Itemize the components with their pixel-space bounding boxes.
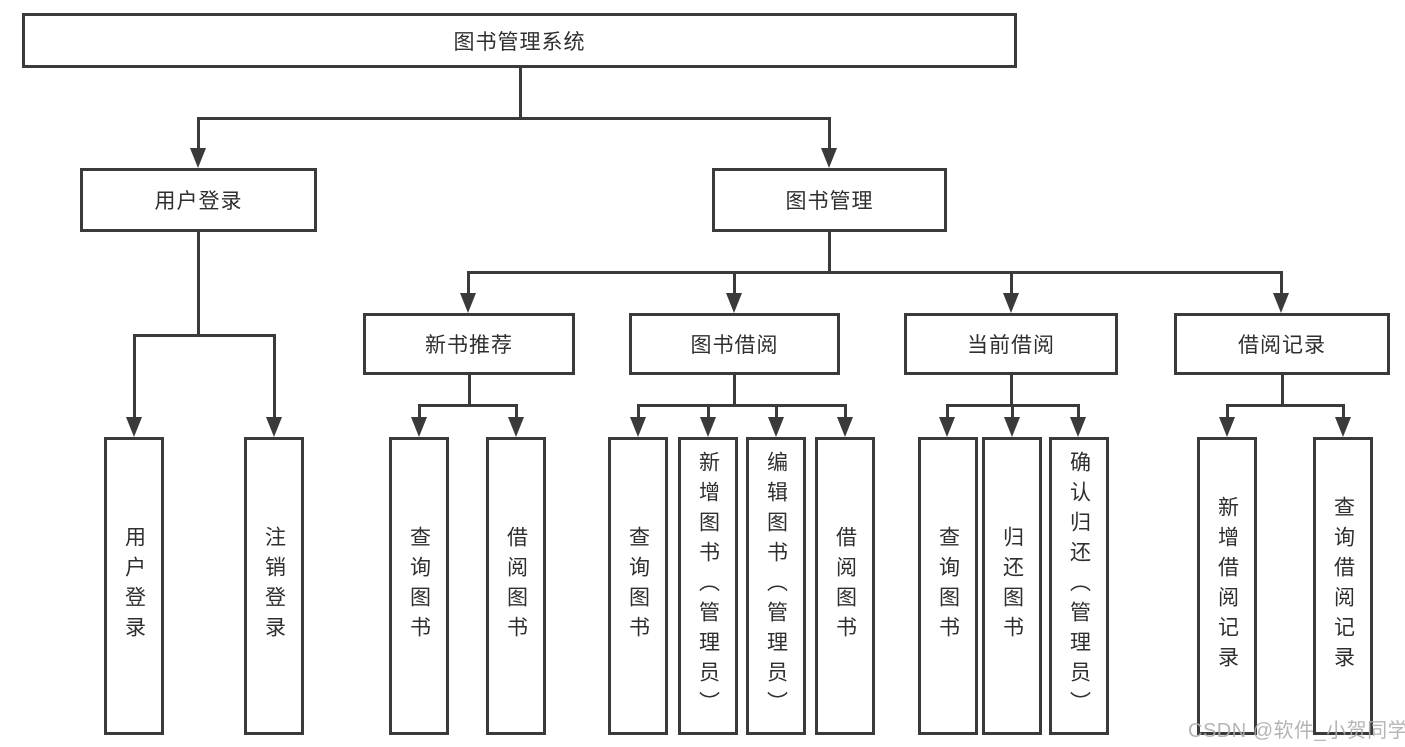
arrow-down-borrow-records [1273,293,1289,313]
connector-drop-login-leaf [133,334,136,420]
node-new-book-recommend: 新书推荐 [363,313,575,375]
arrow-down-a1 [411,417,427,437]
node-user-login: 用户登录 [80,168,317,232]
arrow-down-c2 [1004,417,1020,437]
connector-drop-b2 [707,404,710,420]
arrow-down-b2 [700,417,716,437]
node-leaf-borrow-books-recommend: 借阅图书 [486,437,546,735]
node-leaf-edit-books-admin: 编辑图书（管理员） [746,437,806,735]
node-leaf-add-books-admin: 新增图书（管理员） [678,437,738,735]
connector-drop-d2 [1342,404,1345,420]
arrow-down-logout-leaf [266,417,282,437]
connector-book-borrow-rail [637,404,847,407]
arrow-down-c3 [1070,417,1086,437]
connector-l1-rail [197,117,831,120]
connector-borrow-records-rail [1226,404,1344,407]
node-leaf-query-books-borrow: 查询图书 [608,437,668,735]
connector-l3-rail [467,271,1283,274]
connector-drop-b3 [775,404,778,420]
node-root: 图书管理系统 [22,13,1017,68]
connector-drop-c3 [1077,404,1080,420]
connector-book-borrow-stub [733,374,736,407]
connector-drop-a2 [515,404,518,420]
node-borrow-records: 借阅记录 [1174,313,1390,375]
node-leaf-query-books-recommend: 查询图书 [389,437,449,735]
arrow-down-b4 [837,417,853,437]
connector-book-management-stub [828,232,831,274]
node-leaf-return-books: 归还图书 [982,437,1042,735]
arrow-down-current-borrow [1003,293,1019,313]
arrow-down-c1 [939,417,955,437]
connector-new-book-rail [418,404,518,407]
arrow-down-login-leaf [126,417,142,437]
connector-drop-borrow-records [1280,271,1283,296]
node-leaf-logout: 注销登录 [244,437,304,735]
connector-drop-book-management [828,117,831,151]
connector-drop-c2 [1011,404,1014,420]
connector-drop-user-login [197,117,200,151]
connector-new-book-stub [468,374,471,407]
arrow-down-user-login [190,148,206,168]
arrow-down-book-management [821,148,837,168]
connector-user-login-rail [133,334,275,337]
node-leaf-add-borrow-record: 新增借阅记录 [1197,437,1257,735]
connector-drop-b4 [844,404,847,420]
connector-borrow-records-stub [1281,374,1284,407]
node-leaf-query-borrow-record: 查询借阅记录 [1313,437,1373,735]
connector-drop-d1 [1226,404,1229,420]
connector-current-borrow-stub [1010,374,1013,407]
csdn-watermark: CSDN @软件_小贺同学 [1188,720,1405,742]
connector-drop-b1 [637,404,640,420]
node-book-management: 图书管理 [712,168,947,232]
node-leaf-borrow-books: 借阅图书 [815,437,875,735]
arrow-down-b3 [768,417,784,437]
node-leaf-user-login: 用户登录 [104,437,164,735]
connector-drop-logout-leaf [273,334,276,420]
arrow-down-new-book [460,293,476,313]
arrow-down-d2 [1335,417,1351,437]
node-book-borrow: 图书借阅 [629,313,840,375]
connector-drop-current-borrow [1010,271,1013,296]
node-current-borrow: 当前借阅 [904,313,1118,375]
connector-user-login-stub [197,232,200,337]
connector-drop-a1 [418,404,421,420]
arrow-down-a2 [508,417,524,437]
connector-drop-book-borrow [733,271,736,296]
arrow-down-b1 [630,417,646,437]
connector-drop-c1 [946,404,949,420]
connector-drop-new-book [467,271,470,296]
node-leaf-confirm-return-admin: 确认归还（管理员） [1049,437,1109,735]
arrow-down-d1 [1219,417,1235,437]
connector-root-stub [519,68,522,120]
node-leaf-query-books-current: 查询图书 [918,437,978,735]
arrow-down-book-borrow [726,293,742,313]
